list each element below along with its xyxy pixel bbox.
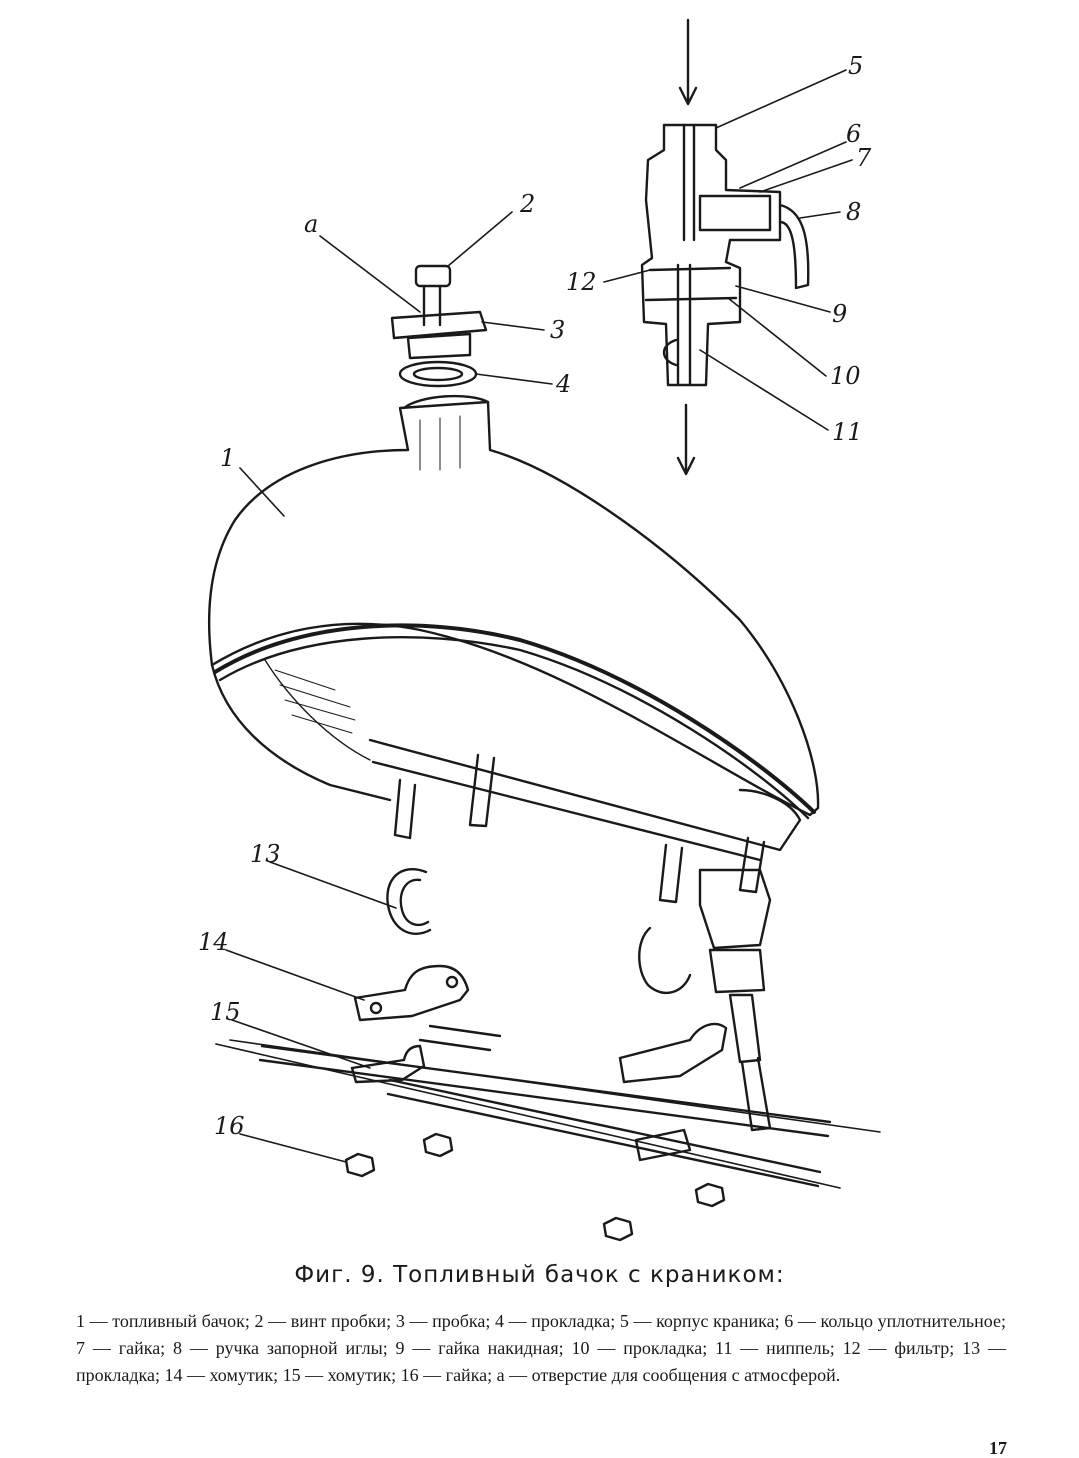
callout-15: 15	[210, 998, 241, 1026]
fuel-tank-diagram: a 2 3 4 5 6 7 8 12 9 10 11 1 13 14 15 16	[198, 18, 881, 1242]
callout-1: 1	[220, 444, 235, 472]
gasket-13	[386, 868, 432, 935]
callout-5: 5	[848, 52, 863, 80]
page-number: 17	[989, 1438, 1007, 1458]
callout-a: a	[304, 210, 318, 238]
figure-caption: Фиг. 9. Топливный бачок с краником:	[294, 1262, 785, 1288]
callout-4: 4	[555, 370, 571, 398]
cap-assembly	[390, 264, 488, 388]
callout-8: 8	[846, 198, 861, 226]
clamps-and-rods	[215, 964, 881, 1189]
callout-9: 9	[832, 300, 847, 328]
callout-7: 7	[856, 144, 872, 172]
callout-11: 11	[832, 418, 863, 446]
callout-13: 13	[250, 840, 281, 868]
fuel-tank	[207, 394, 820, 904]
outlet-fitting	[638, 868, 772, 1132]
nuts-16	[344, 1132, 726, 1242]
callout-14: 14	[198, 928, 229, 956]
callout-12: 12	[566, 268, 597, 296]
callout-16: 16	[214, 1112, 245, 1140]
callout-2: 2	[519, 190, 535, 218]
leader-lines	[225, 69, 853, 1163]
valve-assembly	[640, 18, 810, 476]
callout-3: 3	[550, 316, 565, 344]
callout-6: 6	[846, 120, 861, 148]
callout-10: 10	[830, 362, 861, 390]
figure-legend: 1 — топливный бачок; 2 — винт пробки; 3 …	[76, 1311, 1006, 1385]
